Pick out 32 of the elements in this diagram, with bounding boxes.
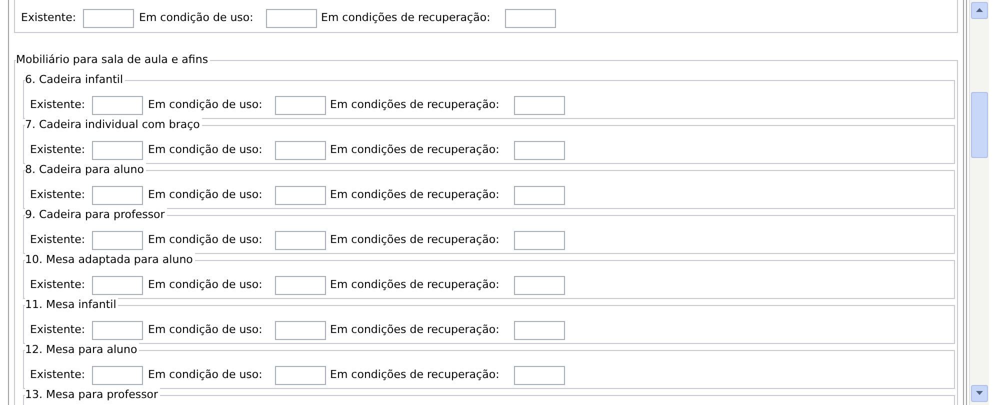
field-label: Existente: (30, 278, 86, 292)
field-label: Em condição de uso: (148, 188, 262, 202)
field-label: Existente: (21, 11, 76, 25)
field-label: Existente: (30, 233, 86, 247)
field-label: Em condições de recuperação: (330, 143, 500, 157)
fieldset-legend: Mobiliário para sala de aula e afins (16, 53, 210, 67)
fieldset-legend: 10. Mesa adaptada para aluno (25, 253, 195, 267)
fieldset-legend: 12. Mesa para aluno (25, 343, 140, 357)
field-label: Em condições de recuperação: (321, 11, 490, 25)
field-label: Em condição de uso: (148, 278, 262, 292)
fieldset-legend: 7. Cadeira individual com braço (25, 118, 202, 132)
field-label: Existente: (30, 368, 86, 382)
field-label: Existente: (30, 143, 86, 157)
field-label: Em condição de uso: (148, 233, 262, 247)
field-label: Em condição de uso: (148, 323, 262, 337)
field-label: Em condições de recuperação: (330, 278, 500, 292)
fieldset-legend: 9. Cadeira para professor (25, 208, 167, 222)
fieldset-frame (14, 0, 958, 33)
fieldset-legend: 13. Mesa para professor (25, 388, 160, 402)
field-label: Em condição de uso: (148, 368, 262, 382)
field-label: Existente: (30, 323, 86, 337)
fieldset-legend: 8. Cadeira para aluno (25, 163, 146, 177)
field-label: Em condição de uso: (148, 98, 262, 112)
field-label: Em condições de recuperação: (330, 188, 500, 202)
field-label: Em condições de recuperação: (330, 98, 500, 112)
field-label: Em condições de recuperação: (330, 323, 500, 337)
field-label: Em condições de recuperação: (330, 368, 500, 382)
field-label: Em condição de uso: (148, 143, 262, 157)
field-label: Existente: (30, 188, 86, 202)
field-label: Em condições de recuperação: (330, 233, 500, 247)
field-label: Em condição de uso: (139, 11, 254, 25)
field-label: Existente: (30, 98, 86, 112)
